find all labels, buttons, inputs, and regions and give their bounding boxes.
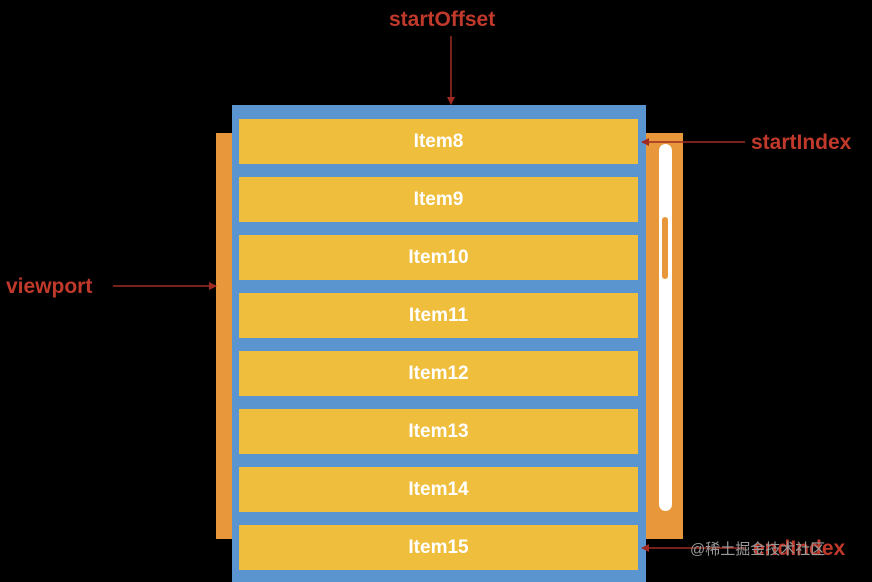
watermark: @稀土掘金技术社区 [690,541,826,558]
list-item: Item10 [239,235,638,280]
list-item: Item12 [239,351,638,396]
list-item: Item8 [239,119,638,164]
list-item: Item9 [239,177,638,222]
scrollbar-thumb[interactable] [662,217,668,279]
list-item: Item11 [239,293,638,338]
start-index-label: startIndex [751,131,852,154]
end-index-label: endIndex [753,537,846,560]
list-item: Item13 [239,409,638,454]
viewport-label: viewport [6,275,93,298]
list-item: Item14 [239,467,638,512]
list-item: Item15 [239,525,638,570]
start-offset-label: startOffset [389,8,496,31]
